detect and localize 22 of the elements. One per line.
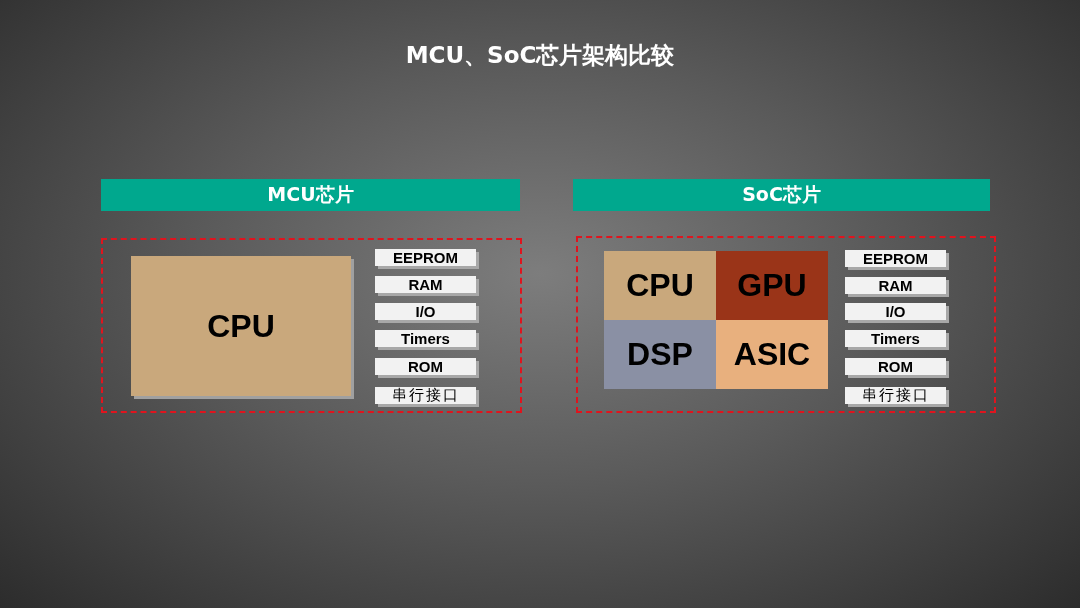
module-box: EEPROM <box>845 250 946 267</box>
dashed-region <box>101 238 522 413</box>
module-box: I/O <box>375 303 476 320</box>
module-box: Timers <box>845 330 946 347</box>
module-box: RAM <box>375 276 476 293</box>
module-box: ROM <box>375 358 476 375</box>
module-box: ROM <box>845 358 946 375</box>
module-box: RAM <box>845 277 946 294</box>
header-band: MCU芯片 <box>101 179 520 211</box>
module-box: 串行接口 <box>375 387 476 404</box>
dashed-region <box>576 236 996 413</box>
cpu-block: CPU <box>604 251 716 320</box>
dsp-block: DSP <box>604 320 716 389</box>
title: MCU、SoC芯片架构比较 <box>404 41 676 70</box>
header-band: SoC芯片 <box>573 179 990 211</box>
module-box: I/O <box>845 303 946 320</box>
module-box: Timers <box>375 330 476 347</box>
module-box: EEPROM <box>375 249 476 266</box>
module-box: 串行接口 <box>845 387 946 404</box>
gpu-block: GPU <box>716 251 828 320</box>
cpu-block: CPU <box>131 256 351 396</box>
asic-block: ASIC <box>716 320 828 389</box>
